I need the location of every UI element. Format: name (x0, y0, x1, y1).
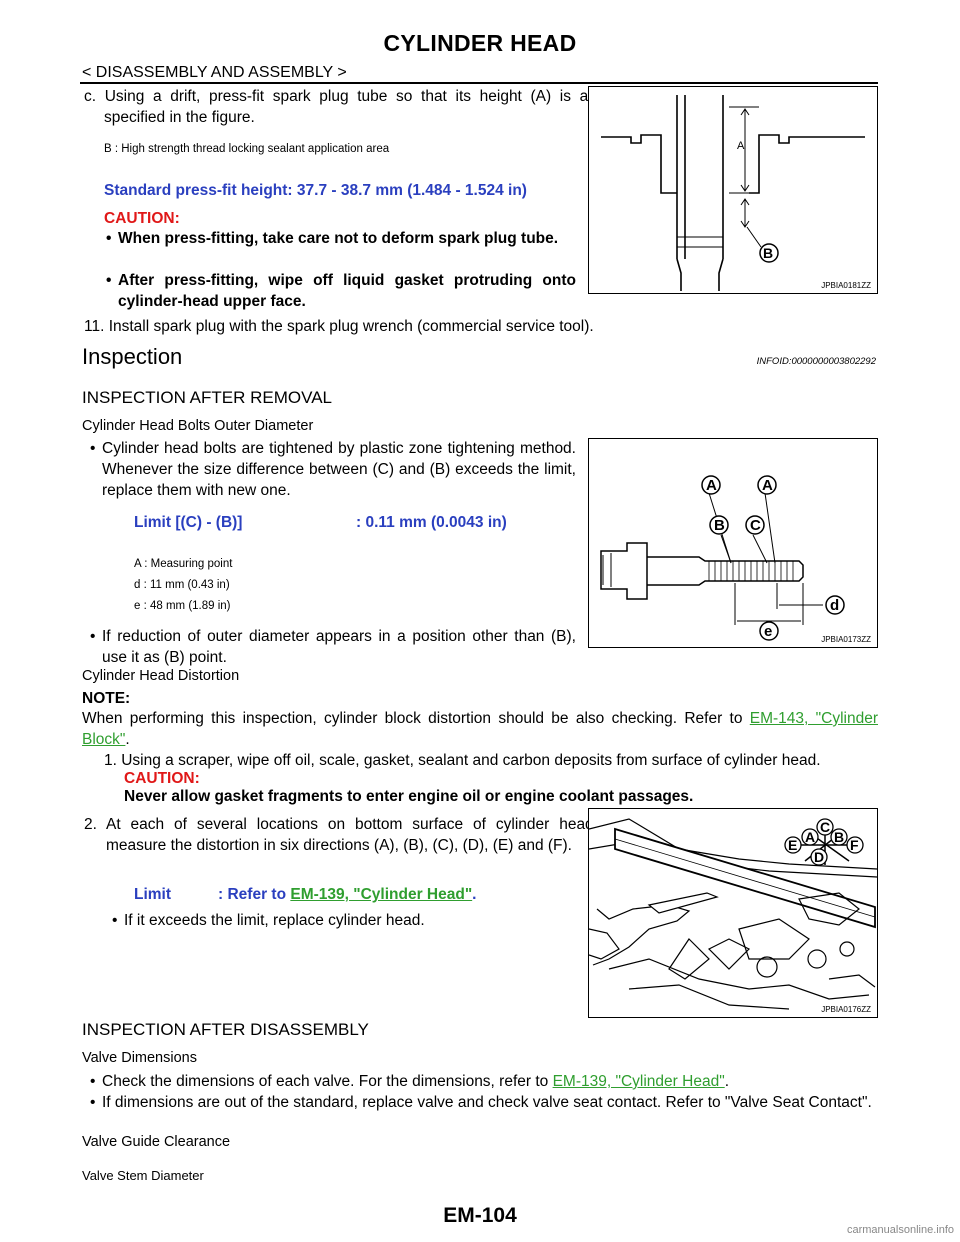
figure-code: JPBIA0181ZZ (821, 281, 871, 290)
distortion-drawing: E A C B F D (588, 818, 878, 1010)
label-d: d (830, 597, 839, 614)
label-f: F (850, 837, 859, 853)
info-id: INFOID:0000000003802292 (756, 356, 876, 367)
bolts-text: •Cylinder head bolts are tightened by pl… (90, 440, 576, 499)
valve-dim-2: •If dimensions are out of the standard, … (90, 1094, 872, 1111)
header-divider (80, 82, 878, 84)
page-number: EM-104 (443, 1204, 517, 1227)
label-a: A (805, 829, 815, 845)
label-a-left: A (706, 477, 717, 494)
subsection-after-removal: INSPECTION AFTER REMOVAL (82, 388, 333, 407)
limit-value: : 0.11 mm (0.0043 in) (356, 514, 507, 531)
step-1-caution-label: CAUTION: (124, 770, 200, 787)
figure-spark-plug-tube: A B JPBIA0181ZZ (588, 86, 878, 294)
section-title-inspection: Inspection (82, 344, 183, 369)
caution-label: CAUTION: (104, 210, 180, 227)
bolts-text-2: •If reduction of outer diameter appears … (90, 628, 576, 666)
spark-plug-tube-drawing: A B (601, 95, 865, 291)
link-em-139[interactable]: EM-139, "Cylinder Head" (290, 886, 473, 903)
figure-code: JPBIA0176ZZ (821, 1005, 871, 1014)
figure-distortion-measurement: E A C B F D JPBIA0176ZZ (588, 808, 878, 1018)
standard-press-fit-height: Standard press-fit height: 37.7 - 38.7 m… (104, 182, 527, 199)
bolt-drawing: A A B C d e (600, 475, 845, 641)
topic-valve-guide-clearance: Valve Guide Clearance (82, 1134, 231, 1150)
topic-valve-dimensions: Valve Dimensions (82, 1050, 197, 1066)
limit2-label: Limit (134, 886, 172, 903)
label-a: A (737, 140, 745, 152)
step-2: 2. At each of several locations on botto… (84, 816, 598, 854)
legend-d: d : 11 mm (0.43 in) (134, 579, 230, 591)
topic-bolts-outer-diameter: Cylinder Head Bolts Outer Diameter (82, 418, 314, 434)
note-text: When performing this inspection, cylinde… (82, 710, 878, 748)
step-11: 11. Install spark plug with the spark pl… (84, 318, 594, 335)
label-d: D (814, 849, 824, 865)
legend-e: e : 48 mm (1.89 in) (134, 600, 231, 612)
subsection-after-disassembly: INSPECTION AFTER DISASSEMBLY (82, 1020, 369, 1039)
label-c: C (750, 517, 761, 534)
label-e: e (764, 623, 772, 640)
label-b-circle (759, 243, 779, 263)
step-1-caution-text: Never allow gasket fragments to enter en… (124, 788, 694, 805)
label-b: B (834, 829, 844, 845)
topic-head-distortion: Cylinder Head Distortion (82, 668, 240, 684)
caution-item-1: •When press-fitting, take care not to de… (106, 230, 559, 247)
valve-dim-1: •Check the dimensions of each valve. For… (90, 1073, 730, 1090)
page-title: CYLINDER HEAD (383, 30, 577, 56)
label-c: C (820, 819, 830, 835)
topic-valve-stem-diameter: Valve Stem Diameter (82, 1168, 204, 1183)
breadcrumb: < DISASSEMBLY AND ASSEMBLY > (82, 64, 347, 81)
label-b: B (763, 245, 773, 261)
limit2-value: : Refer to EM-139, "Cylinder Head". (218, 886, 477, 903)
step-c-text: c. Using a drift, press-fit spark plug t… (84, 88, 596, 126)
note-label: NOTE: (82, 690, 131, 707)
step-1: 1. Using a scraper, wipe off oil, scale,… (104, 752, 821, 769)
watermark: carmanualsonline.info (846, 1224, 954, 1236)
limit-label: Limit [(C) - (B)] (134, 514, 243, 531)
figure-code: JPBIA0173ZZ (821, 635, 871, 644)
figure-bolt-diameter: A A B C d e JPBIA0173ZZ (588, 438, 878, 648)
link-em-139-valve[interactable]: EM-139, "Cylinder Head" (552, 1073, 725, 1090)
step-2-bullet: •If it exceeds the limit, replace cylind… (112, 912, 425, 929)
label-e: E (788, 837, 797, 853)
label-b: B (714, 517, 725, 534)
label-a-right: A (762, 477, 773, 494)
link-em-143[interactable]: EM-143, "Cylinder Block" (82, 710, 878, 748)
caution-item-2: •After press-fitting, wipe off liquid ga… (106, 272, 576, 310)
legend-b: B : High strength thread locking sealant… (104, 143, 390, 155)
legend-a: A : Measuring point (134, 558, 233, 570)
